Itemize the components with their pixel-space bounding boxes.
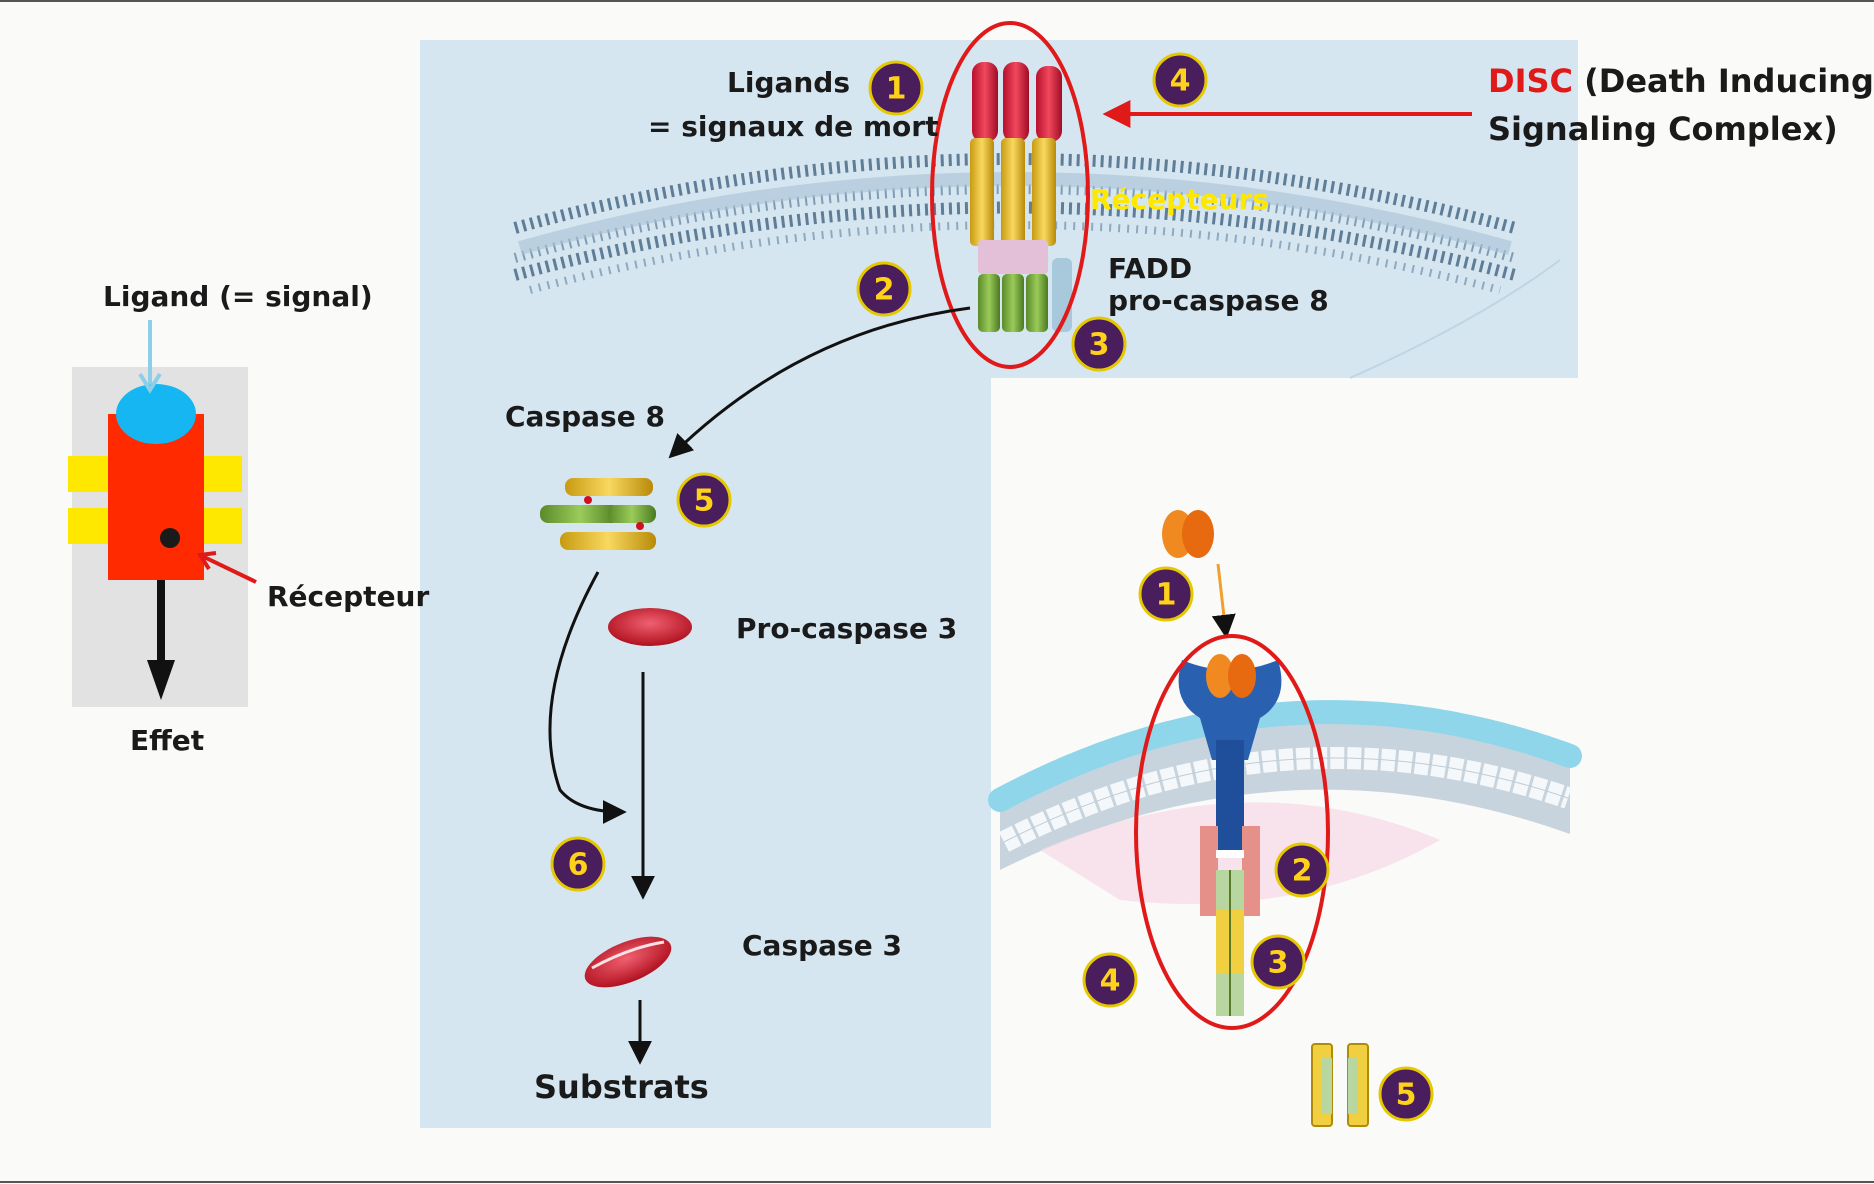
label-pro-caspase8: pro-caspase 8 bbox=[1108, 284, 1329, 317]
badge-3-top: 3 bbox=[1071, 316, 1127, 372]
recepteur-arrow bbox=[201, 554, 257, 584]
bottom-receptor bbox=[1178, 654, 1282, 1016]
label-recepteur: Récepteur bbox=[267, 580, 429, 613]
svg-text:6: 6 bbox=[568, 848, 589, 883]
badge-5-top: 5 bbox=[676, 472, 732, 528]
svg-text:5: 5 bbox=[694, 484, 715, 519]
badge-3-bottom: 3 bbox=[1250, 934, 1306, 990]
svg-text:5: 5 bbox=[1396, 1078, 1417, 1113]
label-ligands: Ligands bbox=[727, 66, 850, 99]
badge-4-bottom: 4 bbox=[1082, 952, 1138, 1008]
pro-caspase3-shape bbox=[608, 608, 692, 646]
label-caspase3: Caspase 3 bbox=[742, 929, 902, 962]
label-disc-rest: (Death Inducing bbox=[1573, 62, 1874, 100]
bottom-caspase-dimer bbox=[1311, 1043, 1369, 1127]
svg-text:4: 4 bbox=[1170, 64, 1191, 99]
svg-text:4: 4 bbox=[1100, 964, 1121, 999]
svg-text:1: 1 bbox=[1156, 578, 1177, 613]
label-disc-line2: Signaling Complex) bbox=[1488, 110, 1838, 148]
caspase3-shape bbox=[584, 936, 672, 988]
receptor-dot bbox=[160, 528, 180, 548]
label-fadd: FADD bbox=[1108, 252, 1192, 285]
label-effet: Effet bbox=[130, 724, 204, 757]
disc-ellipse-bottom bbox=[1134, 634, 1330, 1030]
panel-curve bbox=[1349, 259, 1561, 379]
disc-ellipse-top bbox=[930, 21, 1090, 369]
badge-2-bottom: 2 bbox=[1274, 842, 1330, 898]
arrow-caspase8-activation bbox=[548, 571, 627, 824]
ligand-shape bbox=[116, 384, 196, 444]
label-disc: DISC (Death Inducing bbox=[1488, 62, 1874, 100]
bottom-ligand-arrow bbox=[1211, 563, 1236, 639]
badge-6-top: 6 bbox=[550, 836, 606, 892]
caspase8-dimer bbox=[540, 478, 656, 550]
svg-text:3: 3 bbox=[1089, 328, 1110, 363]
svg-text:1: 1 bbox=[886, 72, 907, 107]
disc-complex-top bbox=[970, 62, 1072, 332]
label-signaux: = signaux de mort bbox=[648, 110, 938, 143]
bottom-ligand-free bbox=[1162, 510, 1214, 558]
label-substrats: Substrats bbox=[534, 1068, 709, 1106]
label-pro-caspase3: Pro-caspase 3 bbox=[736, 612, 957, 645]
cell-panel bbox=[420, 40, 1578, 1128]
label-ligand-signal: Ligand (= signal) bbox=[103, 280, 373, 313]
label-disc-acronym: DISC bbox=[1488, 62, 1573, 100]
badge-1-top: 1 bbox=[868, 60, 924, 116]
label-caspase8: Caspase 8 bbox=[505, 400, 665, 433]
badge-2-top: 2 bbox=[856, 261, 912, 317]
label-recepteurs: Récepteurs bbox=[1090, 183, 1269, 216]
badge-4-top: 4 bbox=[1152, 52, 1208, 108]
arrow-disc-to-caspase8 bbox=[668, 306, 971, 459]
svg-text:3: 3 bbox=[1268, 946, 1289, 981]
badge-5-bottom: 5 bbox=[1378, 1066, 1434, 1122]
svg-text:2: 2 bbox=[1292, 854, 1313, 889]
badge-1-bottom: 1 bbox=[1138, 566, 1194, 622]
svg-text:2: 2 bbox=[874, 273, 895, 308]
